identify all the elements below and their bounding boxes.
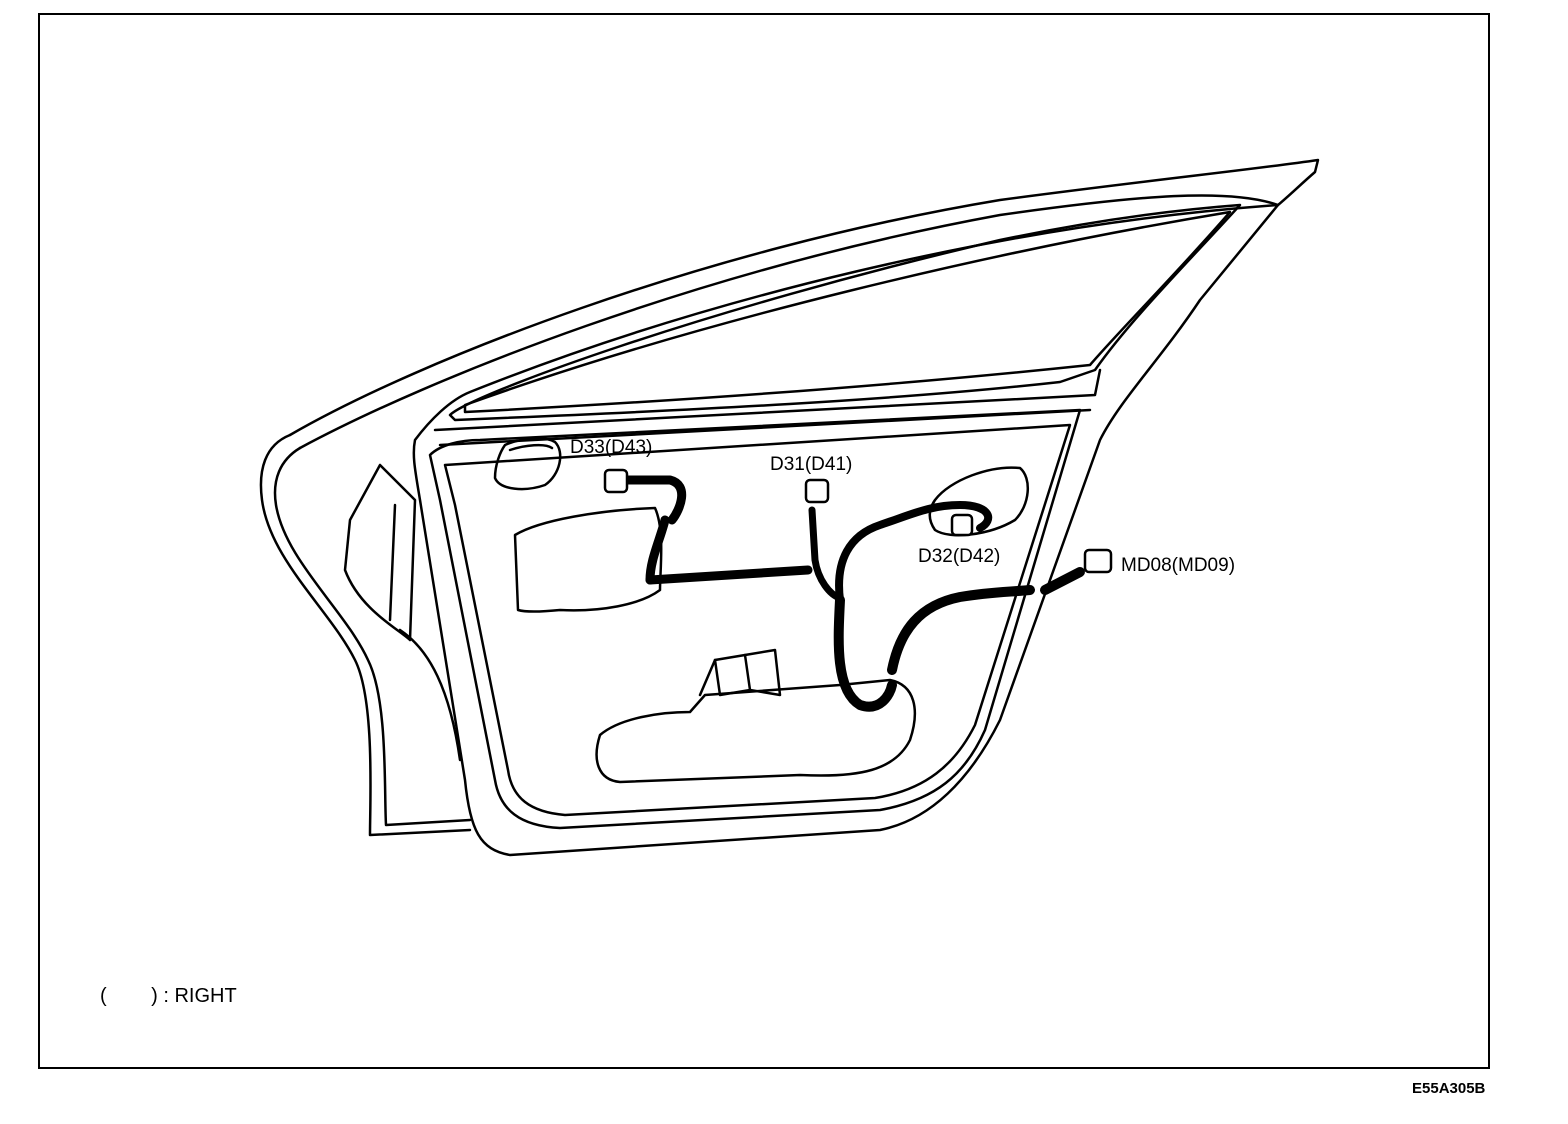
connector-d32 [950, 513, 974, 537]
legend-right: ( ) : RIGHT [100, 985, 237, 1007]
figure-code: E55A305B [1412, 1080, 1486, 1097]
label-md08: MD08(MD09) [1121, 555, 1235, 576]
label-d33: D33(D43) [570, 437, 652, 458]
wiring-harness [620, 475, 1085, 712]
door-outline [259, 158, 1320, 857]
diagram-frame [38, 13, 1490, 1069]
connector-d31 [804, 478, 830, 504]
connectors-shapes [603, 468, 1113, 574]
connector-md08 [1083, 548, 1113, 574]
label-d31: D31(D41) [770, 454, 852, 475]
connector-d33 [603, 468, 629, 494]
label-d32: D32(D42) [918, 546, 1000, 567]
